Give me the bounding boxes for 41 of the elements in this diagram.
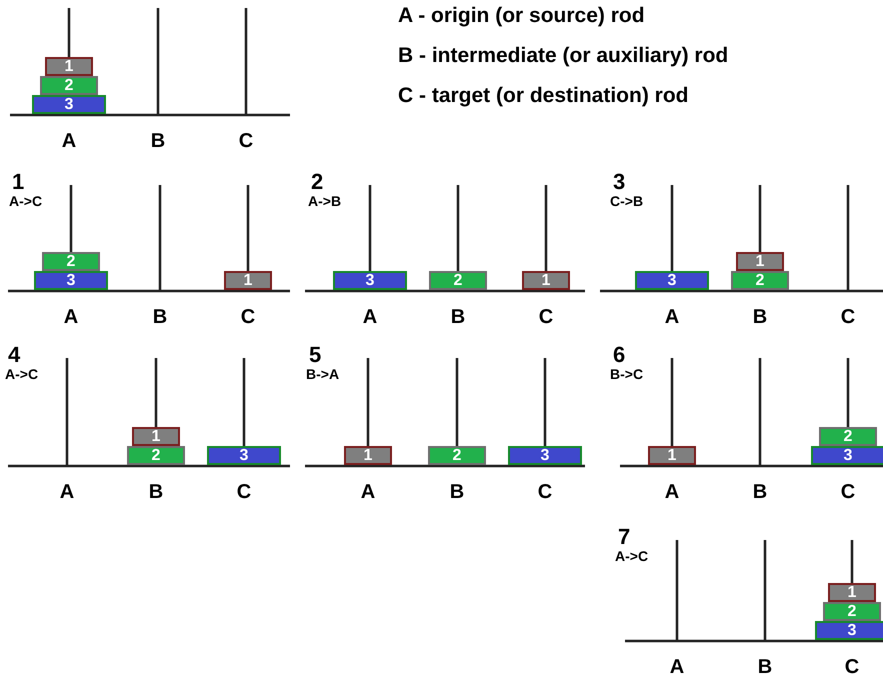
step-number: 3 bbox=[613, 169, 626, 195]
rod-label: B bbox=[448, 481, 466, 504]
rod-label: A bbox=[58, 481, 76, 504]
move-label: A->C bbox=[615, 548, 648, 564]
rod-label: B bbox=[756, 656, 774, 679]
rod-label: B bbox=[152, 306, 168, 329]
rod-label: A bbox=[362, 306, 378, 329]
rod-label: B bbox=[752, 306, 768, 329]
rod-label: C bbox=[536, 481, 554, 504]
step-number: 6 bbox=[613, 342, 626, 368]
rod-label: C bbox=[236, 481, 252, 504]
step-number: 2 bbox=[311, 169, 324, 195]
move-label: A->C bbox=[5, 366, 38, 382]
step-number: 4 bbox=[8, 342, 20, 368]
move-label: A->C bbox=[9, 193, 42, 209]
rod-label: A bbox=[668, 656, 686, 679]
rod-label: C bbox=[538, 306, 554, 329]
legend-line: A - origin (or source) rod bbox=[398, 4, 645, 28]
rod-label: B bbox=[450, 306, 466, 329]
rod-label: C bbox=[240, 306, 256, 329]
rod-label: C bbox=[238, 130, 254, 153]
move-label: B->C bbox=[610, 366, 644, 382]
rod-label: C bbox=[840, 306, 856, 329]
step-number: 1 bbox=[12, 169, 24, 195]
rod-label: A bbox=[60, 130, 78, 153]
move-label: C->B bbox=[610, 193, 644, 209]
rod-label: B bbox=[752, 481, 768, 504]
rod-label: B bbox=[148, 481, 164, 504]
rod-label: C bbox=[840, 481, 856, 504]
legend-line: B - intermediate (or auxiliary) rod bbox=[398, 44, 728, 68]
step-number: 5 bbox=[309, 342, 322, 368]
rod-label: A bbox=[664, 306, 680, 329]
rod-label: A bbox=[664, 481, 680, 504]
rod-label: A bbox=[62, 306, 80, 329]
legend-line: C - target (or destination) rod bbox=[398, 84, 688, 108]
rod-label: A bbox=[360, 481, 376, 504]
move-label: B->A bbox=[306, 366, 340, 382]
rod-label: C bbox=[844, 656, 860, 679]
move-label: A->B bbox=[308, 193, 342, 209]
rod-label: B bbox=[150, 130, 166, 153]
step-number: 7 bbox=[618, 524, 630, 550]
